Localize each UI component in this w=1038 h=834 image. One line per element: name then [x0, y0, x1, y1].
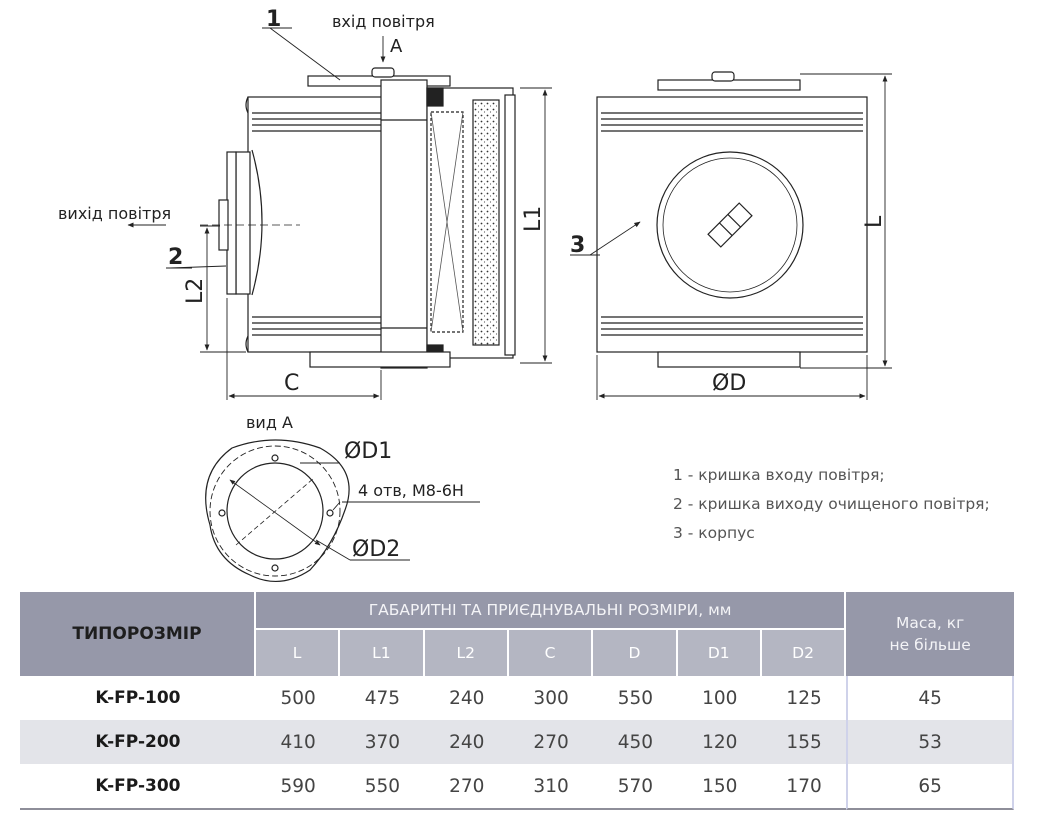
table-cell: 550 [617, 687, 654, 709]
air-in-label: вхід повітря [332, 12, 435, 31]
table-cell: 240 [424, 720, 509, 764]
dim-l2-label: L2 [183, 278, 208, 304]
specs-table: ТИПОРОЗМІР ГАБАРИТНІ ТА ПРИЄДНУВАЛЬНІ РО… [20, 592, 1014, 810]
dim-d-label: ØD [712, 371, 746, 396]
legend: 1 - кришка входу повітря; 2 - кришка вих… [673, 461, 990, 548]
legend-item-3: 3 - корпус [673, 524, 755, 542]
mass-cell: 45 [846, 676, 1014, 720]
model-header: ТИПОРОЗМІР [20, 592, 256, 676]
col-header-l2: L2 [424, 630, 509, 676]
col-header-d2: D2 [761, 630, 847, 676]
table-cell: 410 [255, 720, 341, 764]
arrow-a-label: A [390, 36, 403, 57]
callout-1: 1 [266, 7, 281, 32]
model-cell: K-FP-300 [20, 764, 256, 810]
table-cell: 155 [761, 720, 847, 764]
table-cell: 310 [508, 764, 594, 810]
table-cell: 125 [786, 687, 822, 709]
table-cell: 590 [255, 764, 341, 810]
table-row: K-FP-300 590 550 270 310 570 150 170 65 [20, 764, 1014, 810]
model-cell: K-FP-100 [95, 688, 181, 708]
mass-header: Маса, кг не більше [846, 592, 1014, 676]
table-cell: 500 [280, 687, 316, 709]
model-cell: K-FP-200 [20, 720, 256, 764]
mass-cell: 53 [846, 720, 1014, 764]
table-cell: 150 [677, 764, 762, 810]
air-out-label: вихід повітря [58, 204, 171, 223]
dim-c-label: C [284, 371, 299, 396]
mass-header-line1: Маса, кг [895, 614, 965, 632]
dim-l-label: L [862, 215, 887, 228]
table-cell: 570 [593, 764, 678, 810]
dim-l1-label: L1 [521, 206, 546, 232]
view-a-label: вид А [246, 413, 293, 432]
table-cell: 550 [340, 764, 425, 810]
col-header-l1: L1 [340, 630, 425, 676]
dimensions-group-header: ГАБАРИТНІ ТА ПРИЄДНУВАЛЬНІ РОЗМІРИ, мм [255, 592, 847, 630]
side-view [200, 67, 516, 369]
table-cell: 300 [533, 687, 569, 709]
col-header-d1: D1 [677, 630, 762, 676]
table-cell: 270 [508, 720, 594, 764]
table-cell: 270 [424, 764, 509, 810]
view-a [205, 439, 480, 583]
legend-item-2: 2 - кришка виходу очищеного повітря; [673, 495, 990, 513]
technical-drawing: 1 вхід повітря A вихід повітря 2 L1 L2 C… [58, 7, 892, 583]
legend-item-1: 1 - кришка входу повітря; [673, 466, 885, 484]
table-cell: 450 [593, 720, 678, 764]
table-row: K-FP-200 410 370 240 270 450 120 155 53 [20, 720, 1014, 764]
holes-label: 4 отв, М8-6Н [358, 481, 464, 500]
front-view [596, 71, 868, 368]
callout-3: 3 [570, 233, 585, 258]
table-cell: 120 [677, 720, 762, 764]
table-cell: 370 [340, 720, 425, 764]
table-cell: 100 [702, 687, 738, 709]
dim-d1-label: ØD1 [344, 439, 392, 464]
col-header-l: L [255, 630, 341, 676]
front-view-dimensions [570, 73, 892, 400]
table-cell: 170 [761, 764, 847, 810]
callout-2: 2 [168, 245, 183, 270]
table-cell: 240 [449, 687, 485, 709]
side-view-dimensions [127, 27, 552, 400]
table-cell: 475 [364, 687, 401, 709]
table-row: K-FP-100 500 475 240 300 550 100 125 45 [20, 676, 1014, 720]
dim-d2-label: ØD2 [352, 537, 400, 562]
mass-header-line2: не більше [889, 636, 971, 654]
col-header-c: C [508, 630, 594, 676]
col-header-d: D [593, 630, 678, 676]
mass-cell: 65 [846, 764, 1014, 810]
